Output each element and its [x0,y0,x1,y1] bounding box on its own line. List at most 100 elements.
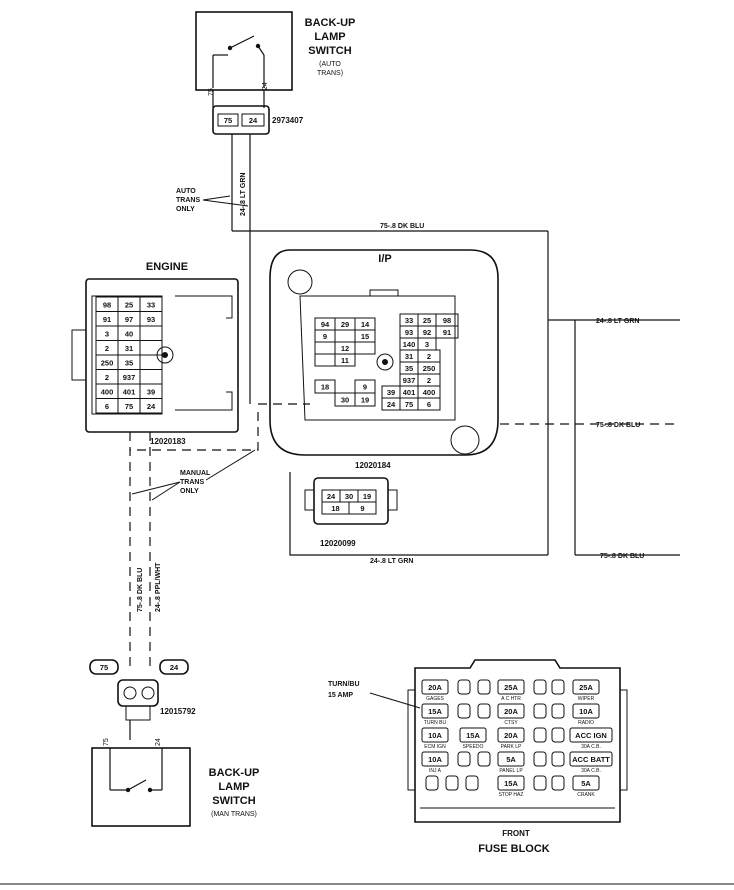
ip-bl-pin-cell [354,392,376,407]
fuse-empty-slot [551,679,565,695]
small-conn-pin-label: 24 [327,492,336,501]
engine-title: ENGINE [146,261,188,273]
wire-label-5: 24-.8 LT GRN [370,558,413,565]
conn-auto-pin-24: 24 [249,116,258,125]
fuse-callout-1: TURN/BU [328,681,360,688]
fuse-value: 10A [428,731,442,740]
engine-pin-label: 97 [125,315,133,324]
fuse-label: A C HTR [501,696,521,702]
ip-tr-pin-label: 39 [387,388,395,397]
ip-bl-pin-cell [314,379,336,394]
svg-text:MANUAL: MANUAL [180,470,211,477]
ip-tl-pin-cell [354,341,376,355]
ip-tr-pin-cell [435,325,459,339]
wire-label-2: 75-.8 DK BLU [380,223,424,230]
fuse-title: FUSE BLOCK [478,843,550,855]
fuse-label: SPEEDO [463,744,484,750]
fuse-empty-slot [445,775,459,791]
svg-text:TRANS: TRANS [180,479,204,486]
fuse-empty-slot [477,679,491,695]
fuse-empty-slot [465,775,479,791]
engine-pin-label: 39 [147,387,155,396]
fuse-empty-slot [457,703,471,719]
conn-man-pin-24: 24 [170,663,179,672]
ip-tr-pin-label: 400 [423,388,436,397]
small-conn-pin-label: 19 [363,492,371,501]
engine-pin-label: 91 [103,315,111,324]
ip-tr-pin-label: 401 [403,388,416,397]
switch-auto-pin-right: 24 [262,82,269,90]
fuse-label: 30A C.B. [581,744,601,750]
fuse-empty-slot [457,679,471,695]
fuse-empty-slot [425,775,439,791]
engine-pin-label: 98 [103,300,111,309]
engine-pin-label: 25 [125,300,133,309]
fuse-empty-slot [533,727,547,743]
fuse-slot [497,703,525,719]
fuse-label: CTSY [504,720,518,726]
wire-label-4: 75-.8 DK BLU [596,422,640,429]
fuse-slot [459,727,487,743]
fuse-label: 30A C.B. [581,768,601,774]
conn-man-part: 12015792 [160,707,196,716]
ip-bl-pin-label: 30 [341,396,349,405]
conn-auto-pin-75: 75 [224,116,232,125]
ip-tl-pin-label: 14 [361,320,370,329]
engine-pin-cell [139,340,163,356]
fuse-value: 25A [504,683,518,692]
fuse-empty-slot [533,679,547,695]
switch-man-title-3: SWITCH [212,795,255,807]
fuse-slot [497,751,525,767]
engine-pin-label: 2 [105,344,109,353]
fuse-value: 25A [579,683,593,692]
ip-tl-pin-label: 94 [321,320,330,329]
ip-bl-pin-label: 19 [361,396,369,405]
fuse-empty-slot [533,775,547,791]
connector-12015792: 75 24 12015792 [89,659,196,721]
svg-text:AUTO: AUTO [176,188,196,195]
fuse-label: INJ A [429,768,442,774]
ip-tl-pin-label: 12 [341,344,349,353]
small-conn-pin-cell [348,501,377,515]
engine-pin-label: 75 [125,402,133,411]
fuse-value: 15A [466,731,480,740]
fuse-empty-slot [551,703,565,719]
fuse-value: 20A [504,707,518,716]
ip-tl-pin-label: 29 [341,320,349,329]
fuse-value: ACC IGN [575,731,607,740]
fuse-slot [421,751,449,767]
fuse-value: 20A [504,731,518,740]
fuse-value: 20A [428,683,442,692]
conn-auto-part: 2973407 [272,116,304,125]
switch-auto-title-1: BACK-UP [305,17,356,29]
switch-auto-pin-left: 75 [208,88,215,96]
engine-pin-label: 250 [101,358,114,367]
switch-auto-title-3: SWITCH [308,45,351,57]
ip-tr-pin-label: 140 [403,340,416,349]
engine-pin-cell [139,354,163,370]
ip-tr-pin-label: 91 [443,328,451,337]
switch-man-sub: (MAN TRANS) [211,811,257,818]
ip-tr-pin-label: 2 [427,352,431,361]
fuse-label: GAGES [426,696,444,702]
switch-auto-title-2: LAMP [314,31,345,43]
engine-pin-cell [139,398,163,414]
fuse-slot [421,703,449,719]
engine-pin-label: 35 [125,358,133,367]
connector-2973407: 75 24 2973407 [212,105,304,135]
fuse-label: WIPER [578,696,595,702]
fuse-empty-slot [551,775,565,791]
fuse-value: 5A [506,755,516,764]
engine-pin-label: 3 [105,329,109,338]
ip-tr-pin-label: 250 [423,364,436,373]
engine-connector: ENGINE 989132250240062597403135937401753… [71,261,239,446]
engine-pin-label: 6 [105,402,109,411]
fuse-label: PARK LP [501,744,522,750]
engine-pin-label: 937 [123,373,136,382]
fuse-value: ACC BATT [572,755,610,764]
fuse-slot [569,727,613,743]
ip-tl-pin-cell [314,353,336,367]
manual-trans-note: MANUAL TRANS ONLY [131,449,256,501]
